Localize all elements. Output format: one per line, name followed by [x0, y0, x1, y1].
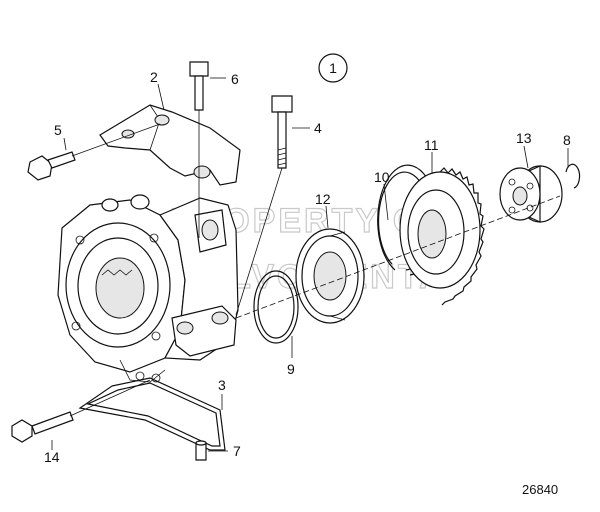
- part-label-13: 13: [516, 130, 532, 146]
- hub-13-drawing: [499, 165, 563, 223]
- part-label-6: 6: [231, 71, 239, 87]
- part-label-10: 10: [374, 169, 390, 185]
- part-label-5: 5: [54, 122, 62, 138]
- pin-7-drawing: [195, 440, 207, 461]
- shaft-axis-line: [235, 195, 561, 319]
- part-label-14: 14: [44, 449, 60, 465]
- part-label-2: 2: [150, 69, 158, 85]
- part-label-12: 12: [315, 191, 331, 207]
- bolt-4-drawing: [235, 95, 293, 316]
- part-label-9: 9: [287, 361, 295, 377]
- bolt-5-drawing: [27, 123, 161, 181]
- part-label-11: 11: [424, 137, 439, 153]
- gasket-3-drawing: [78, 377, 226, 451]
- group-marker: 1: [318, 53, 348, 83]
- part-labels: 2 6 5 4 12 10 11 13 8 9 3 7 14: [44, 69, 571, 465]
- part-label-4: 4: [314, 120, 322, 136]
- snap-ring-9-drawing: [253, 270, 299, 344]
- gear-11-drawing: [399, 167, 485, 306]
- group-marker-number: 1: [329, 60, 337, 76]
- part-label-8: 8: [563, 132, 571, 148]
- part-label-7: 7: [233, 443, 241, 459]
- bolt-6-drawing: [189, 61, 209, 238]
- housing-drawing: [57, 194, 239, 383]
- leader-lines: [51, 77, 569, 452]
- bolt-14-drawing: [11, 379, 151, 443]
- bearing-12-drawing: [295, 228, 365, 324]
- bracket-drawing: [99, 104, 241, 186]
- part-label-3: 3: [218, 377, 226, 393]
- document-number: 26840: [522, 482, 558, 497]
